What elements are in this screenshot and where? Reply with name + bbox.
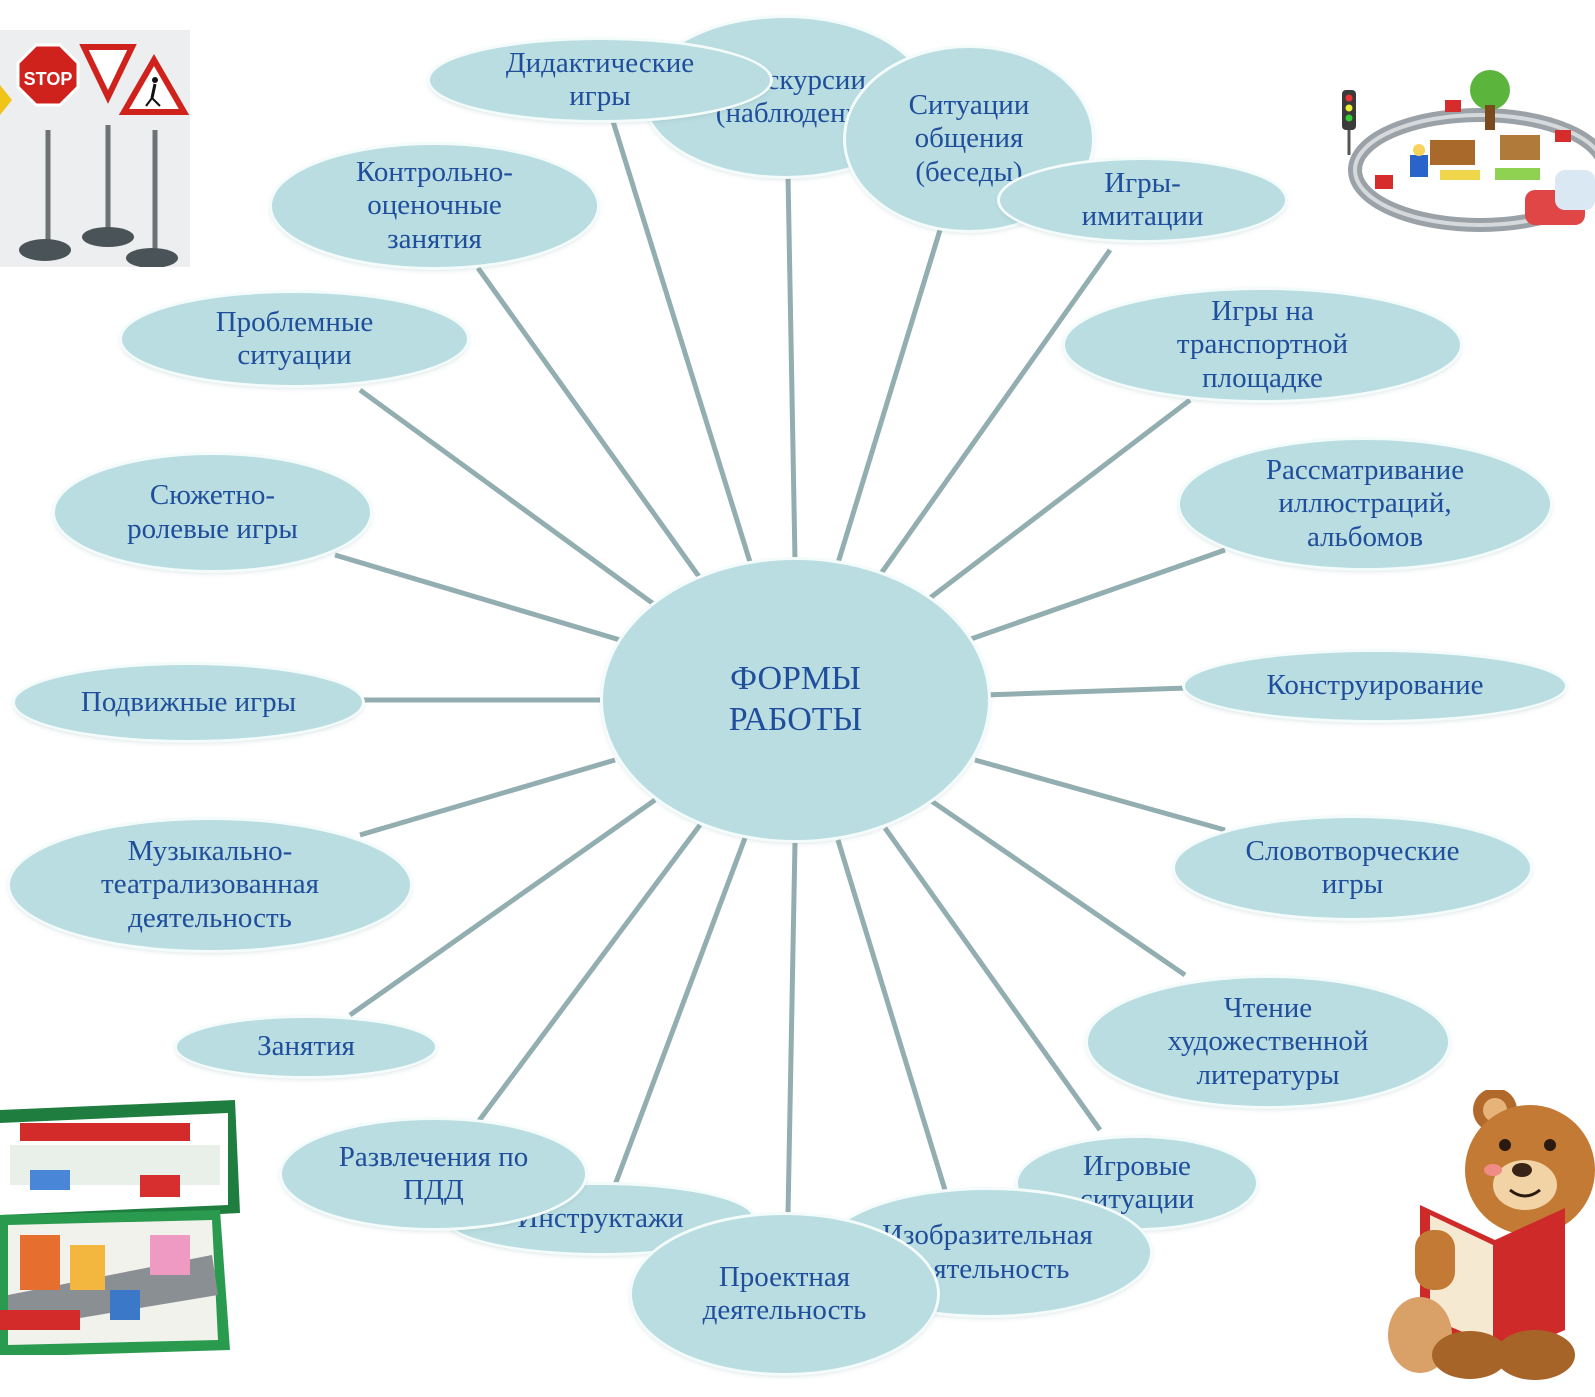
spoke-10	[984, 685, 1189, 698]
node-entertainment-traffic-rules: Развлечения по ПДД	[282, 1120, 585, 1228]
node-illustrations: Рассматривание иллюстраций, альбомов	[1180, 440, 1550, 568]
spoke-6	[928, 398, 1192, 600]
spoke-12	[974, 757, 1226, 833]
toy-railway-image	[1320, 60, 1595, 245]
spoke-8	[967, 547, 1226, 643]
spoke-7	[358, 387, 657, 608]
road-signs-image: STOP	[0, 30, 190, 268]
node-didactic-games: Дидактические игры	[430, 40, 770, 120]
node-reading: Чтение художественной литературы	[1088, 978, 1448, 1106]
spoke-2	[609, 117, 753, 563]
spoke-4	[877, 248, 1113, 577]
node-visual-art: Изобразительная деятельность	[825, 1190, 1150, 1315]
spoke-15	[348, 797, 657, 1018]
node-imitation-games: Игры- имитации	[1000, 160, 1285, 240]
node-transport-games: Игры на транспортной площадке	[1065, 290, 1460, 400]
spoke-19	[835, 839, 948, 1191]
spoke-13	[359, 757, 616, 838]
node-music-theatre: Музыкально- театрализованная деятельност…	[10, 820, 410, 950]
stop-sign-text: STOP	[24, 69, 73, 89]
spoke-17	[475, 823, 703, 1124]
spoke-1	[785, 174, 798, 561]
spoke-3	[835, 229, 943, 564]
node-outdoor-games: Подвижные игры	[15, 665, 362, 740]
node-lessons: Занятия	[177, 1018, 435, 1076]
spoke-20	[785, 841, 798, 1216]
node-word-creation-games: Словотворческие игры	[1175, 818, 1530, 918]
node-project-activity: Проектная деятельность	[632, 1215, 937, 1373]
node-problem-situations: Проблемные ситуации	[122, 293, 467, 385]
node-communication-situations: Ситуации общения (беседы)	[846, 48, 1092, 230]
spoke-18	[612, 837, 748, 1186]
spoke-9	[334, 552, 621, 643]
board-game-image	[0, 1095, 245, 1357]
node-role-play-games: Сюжетно- ролевые игры	[55, 455, 370, 570]
center-label: ФОРМЫ РАБОТЫ	[728, 660, 863, 738]
spoke-14	[928, 797, 1187, 978]
node-control-lessons: Контрольно- оценочные занятия	[272, 145, 597, 267]
spoke-16	[882, 826, 1103, 1132]
node-construction: Конструирование	[1185, 652, 1565, 720]
spoke-5	[475, 266, 703, 580]
center-node-forms-of-work: ФОРМЫ РАБОТЫ	[603, 560, 988, 840]
teddy-bear-reading-image	[1385, 1088, 1595, 1380]
